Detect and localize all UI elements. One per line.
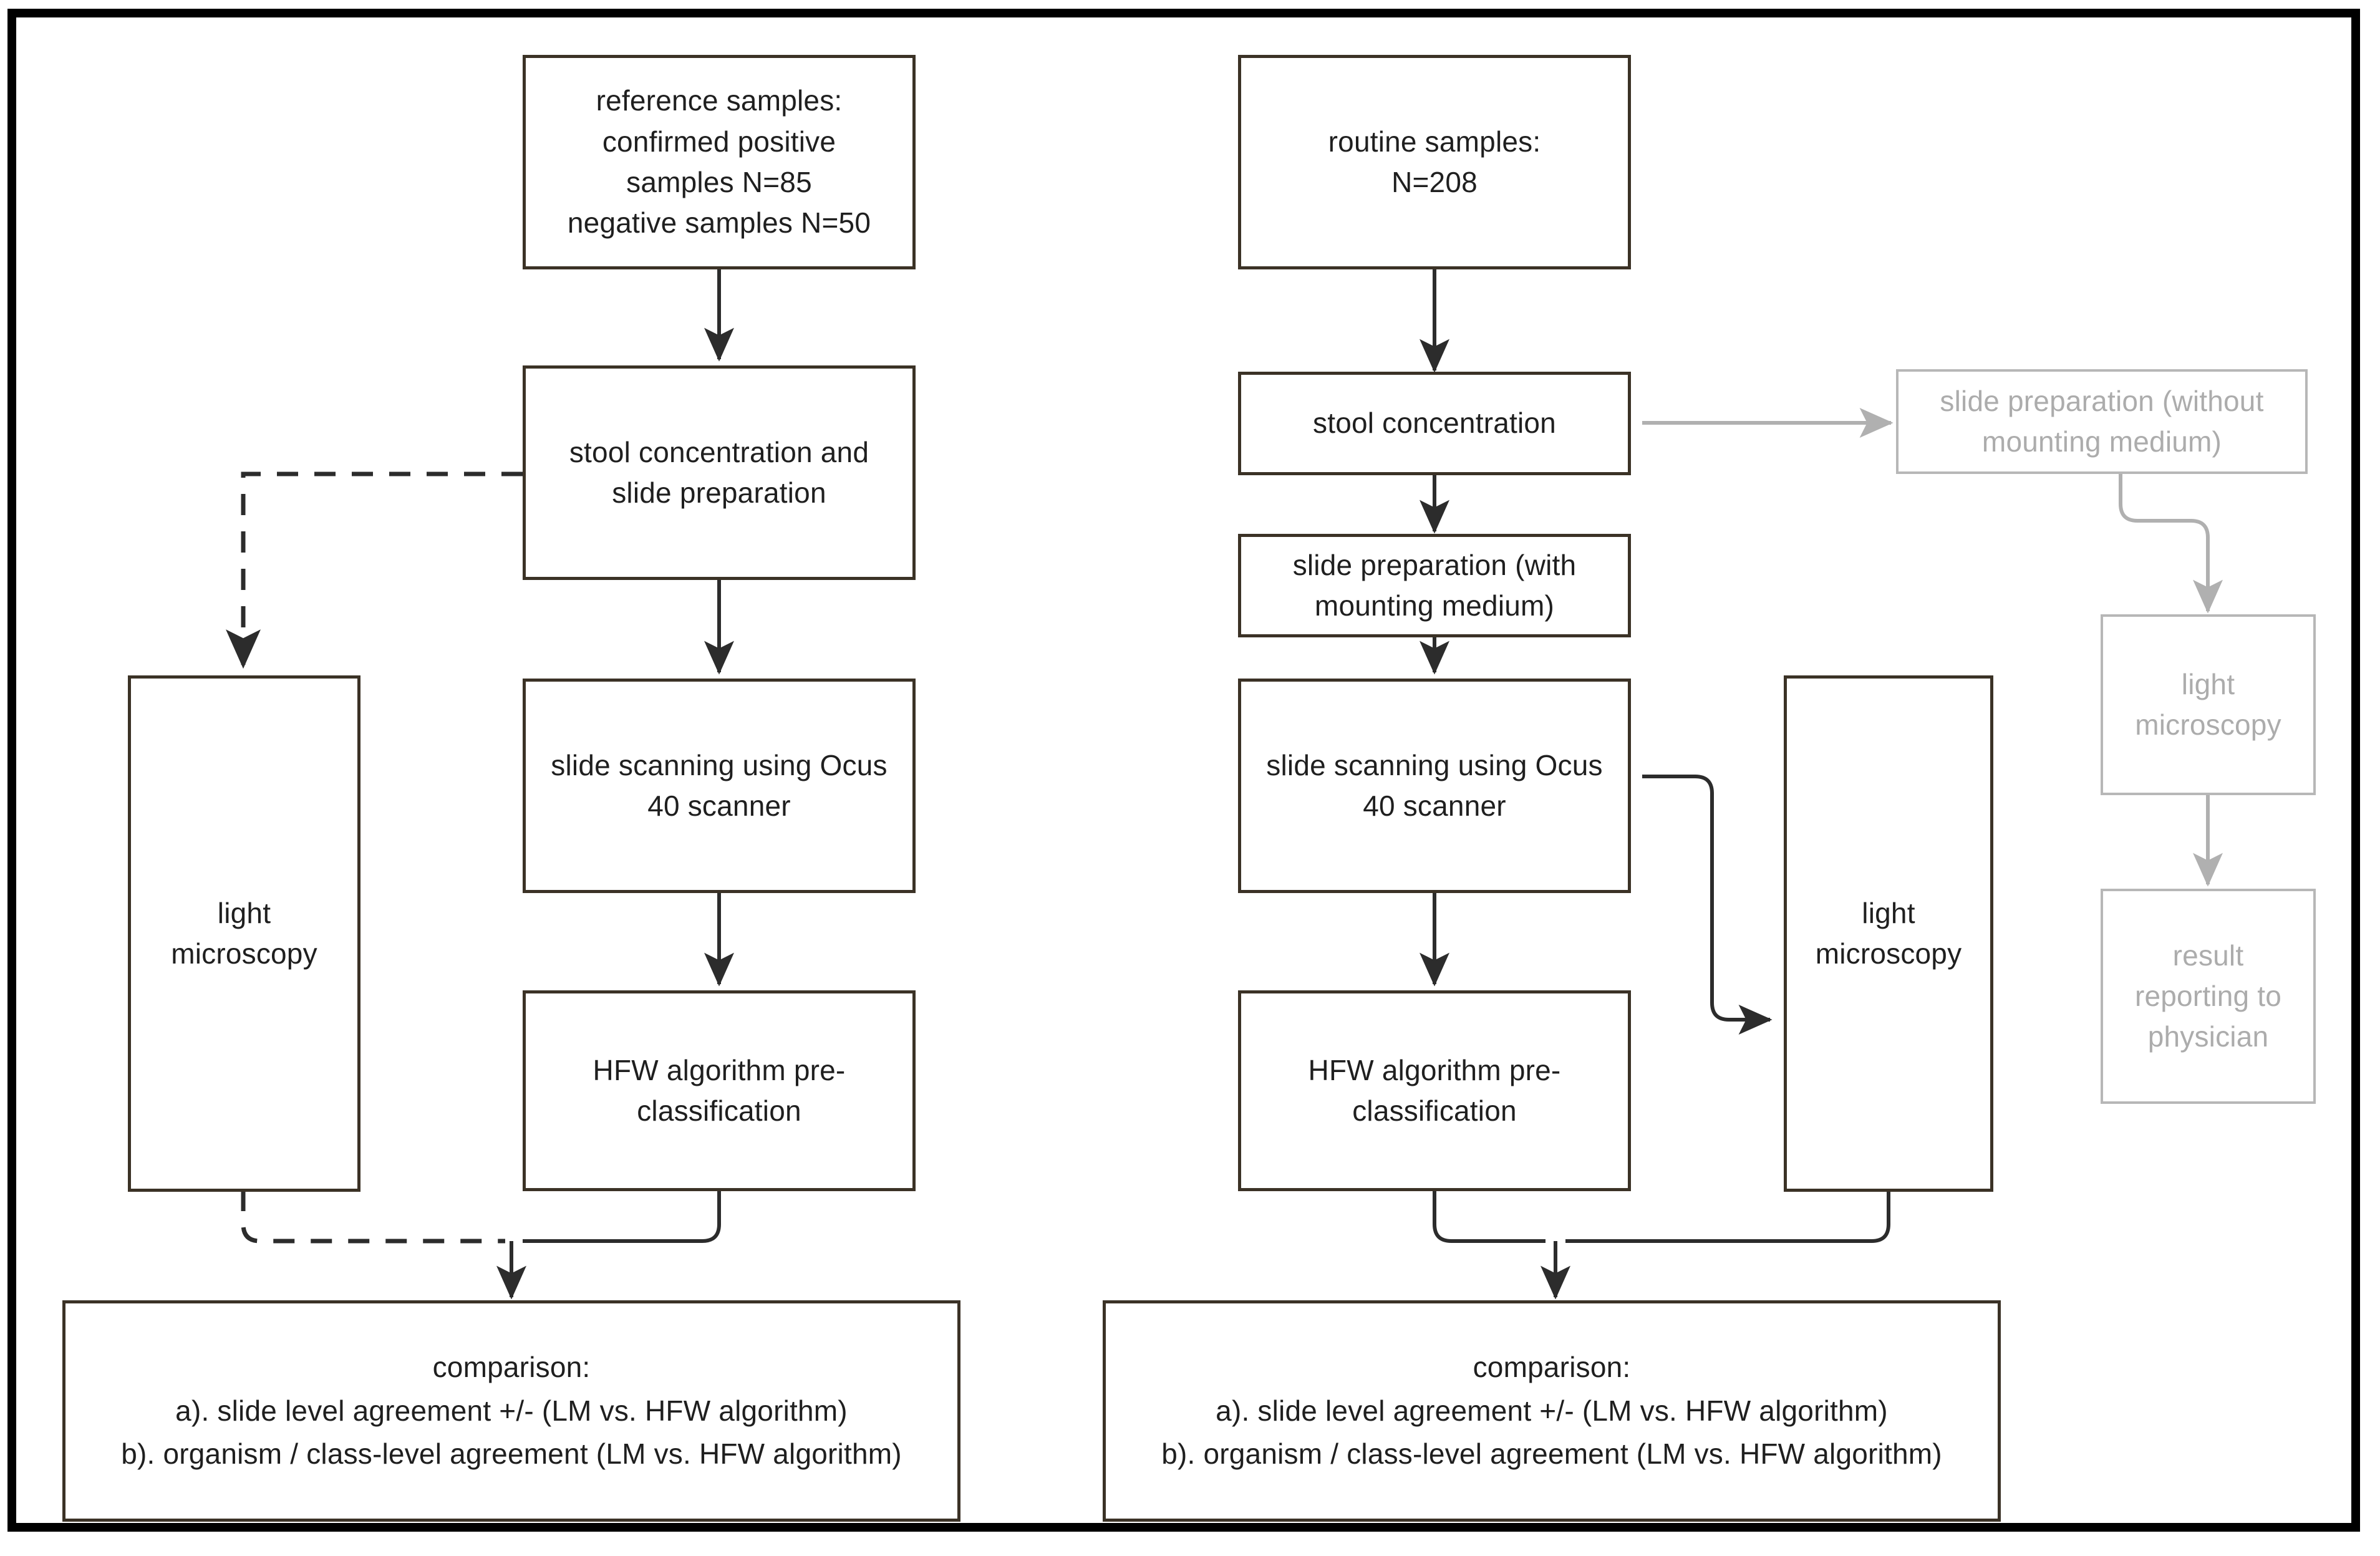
node-hfw-preclassification-left[interactable]: HFW algorithm pre- classification	[523, 990, 916, 1191]
node-result-reporting[interactable]: result reporting to physician	[2101, 889, 2316, 1104]
node-routine-samples-label: routine samples: N=208	[1328, 125, 1541, 198]
node-light-microscopy-grey-label: light microscopy	[2135, 667, 2281, 741]
node-hfw-preclassification-left-label: HFW algorithm pre- classification	[593, 1053, 846, 1127]
node-light-microscopy-left-label: light microscopy	[171, 896, 317, 970]
node-comparison-left-label: comparison: a). slide level agreement +/…	[121, 1350, 902, 1471]
node-comparison-right-label: comparison: a). slide level agreement +/…	[1161, 1350, 1942, 1471]
node-slide-prep-without-medium-label: slide preparation (without mounting medi…	[1940, 384, 2264, 458]
node-stool-concentration-right[interactable]: stool concentration	[1238, 372, 1631, 475]
node-hfw-preclassification-right[interactable]: HFW algorithm pre- classification	[1238, 990, 1631, 1191]
node-light-microscopy-right[interactable]: light microscopy	[1784, 675, 1993, 1192]
node-reference-samples[interactable]: reference samples: confirmed positive sa…	[523, 55, 916, 269]
node-stool-concentration-slide-prep-label: stool concentration and slide preparatio…	[569, 435, 869, 509]
node-stool-concentration-slide-prep[interactable]: stool concentration and slide preparatio…	[523, 365, 916, 580]
node-slide-scanning-right-label: slide scanning using Ocus 40 scanner	[1266, 748, 1603, 822]
node-comparison-left[interactable]: comparison: a). slide level agreement +/…	[62, 1300, 960, 1522]
node-slide-scanning-left[interactable]: slide scanning using Ocus 40 scanner	[523, 679, 916, 893]
node-slide-prep-with-medium[interactable]: slide preparation (with mounting medium)	[1238, 534, 1631, 637]
node-slide-scanning-left-label: slide scanning using Ocus 40 scanner	[551, 748, 888, 822]
node-routine-samples[interactable]: routine samples: N=208	[1238, 55, 1631, 269]
node-slide-scanning-right[interactable]: slide scanning using Ocus 40 scanner	[1238, 679, 1631, 893]
node-hfw-preclassification-right-label: HFW algorithm pre- classification	[1308, 1053, 1561, 1127]
node-light-microscopy-right-label: light microscopy	[1815, 896, 1962, 970]
figure-border	[7, 9, 2360, 1532]
node-reference-samples-label: reference samples: confirmed positive sa…	[567, 84, 871, 239]
node-stool-concentration-right-label: stool concentration	[1313, 407, 1556, 440]
node-comparison-right[interactable]: comparison: a). slide level agreement +/…	[1103, 1300, 2001, 1522]
node-slide-prep-without-medium[interactable]: slide preparation (without mounting medi…	[1896, 369, 2308, 474]
node-result-reporting-label: result reporting to physician	[2134, 939, 2282, 1053]
node-light-microscopy-grey[interactable]: light microscopy	[2101, 614, 2316, 795]
node-light-microscopy-left[interactable]: light microscopy	[128, 675, 360, 1192]
node-slide-prep-with-medium-label: slide preparation (with mounting medium)	[1292, 548, 1577, 622]
